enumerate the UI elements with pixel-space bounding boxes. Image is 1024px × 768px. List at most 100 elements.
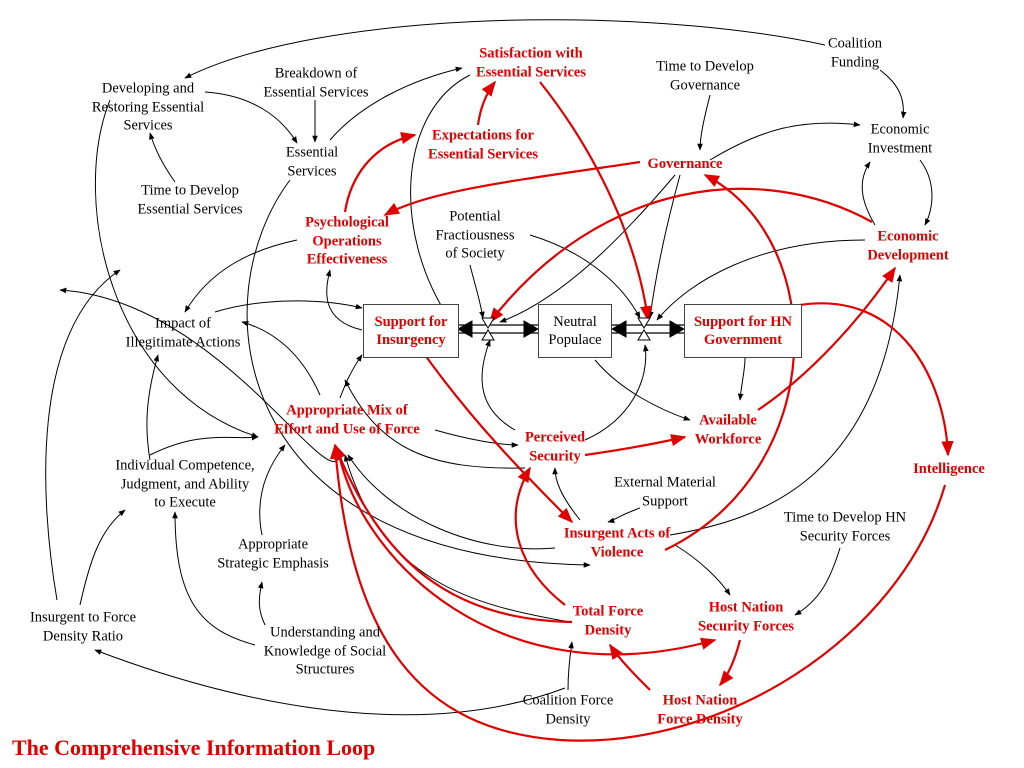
link-time-hn-to-hnsf <box>794 547 841 616</box>
link-econdev-to-support-insurgency <box>489 187 873 324</box>
link-ratio-to-competence <box>79 509 126 606</box>
link-strategic-to-mix <box>259 444 286 536</box>
link-essential-to-satisfaction <box>329 66 463 141</box>
node-insurgent-acts-violence: Insurgent Acts of Violence <box>563 525 671 561</box>
node-host-nation-security-forces: Host Nation Security Forces <box>698 599 794 635</box>
link-coal-to-ratio <box>94 649 566 716</box>
link-psyops-ret-to-support-insurgency <box>325 269 363 331</box>
link-mix-to-impact <box>241 321 321 396</box>
node-time-develop-governance: Time to Develop Governance <box>656 58 754 94</box>
link-essential-to-ratio <box>246 179 591 568</box>
flow-valve-left <box>481 317 495 329</box>
link-support-hn-to-workforce <box>737 357 746 401</box>
node-coalition-funding: Coalition Funding <box>828 35 882 71</box>
stock-neutral-populace: Neutral Populace <box>538 304 612 358</box>
link-expectations-to-satisfaction <box>476 80 496 126</box>
node-breakdown-essential-services: Breakdown of Essential Services <box>263 65 369 101</box>
link-ratio-in <box>45 269 121 601</box>
link-investment-to-econdev <box>919 159 933 226</box>
flow-valve-left-bottom <box>481 329 495 341</box>
link-funding-to-developing <box>184 19 826 79</box>
node-developing-restoring-services: Developing and Restoring Essential Servi… <box>91 80 205 134</box>
link-impact-big-loop <box>59 287 341 463</box>
link-external-to-acts <box>607 507 641 523</box>
link-satisfaction-to-support-hn <box>539 81 653 322</box>
flow-arrowhead-left-out <box>456 320 473 338</box>
node-psyops-effectiveness: Psychological Operations Effectiveness <box>305 214 389 268</box>
link-funding-to-investment <box>879 69 907 119</box>
link-total-to-mix <box>333 443 573 624</box>
link-perceived-ret <box>344 379 526 469</box>
node-impact-illegitimate-actions: Impact of Illegitimate Actions <box>125 315 241 351</box>
link-understanding-to-strategic <box>257 581 266 626</box>
link-mix-to-perceived <box>434 429 519 448</box>
link-developing-loop <box>94 99 259 438</box>
node-coalition-force-density: Coalition Force Density <box>522 692 614 728</box>
link-fractiousness-to-support-hn <box>529 234 641 319</box>
link-acts-to-mix <box>347 454 556 550</box>
node-essential-services: Essential Services <box>285 144 339 180</box>
link-understanding-to-competence <box>172 511 256 646</box>
flow-valve-right-bottom <box>637 329 651 341</box>
link-perceived-to-workforce <box>584 434 687 457</box>
node-understanding-social-structures: Understanding and Knowledge of Social St… <box>263 624 387 678</box>
link-econdev-to-support-hn <box>656 239 866 321</box>
link-total-to-perceived <box>514 466 566 606</box>
node-governance: Governance <box>647 155 723 172</box>
stock-support-for-hn-government: Support for HN Government <box>684 304 802 358</box>
diagram-title: The Comprehensive Information Loop <box>12 735 376 760</box>
node-host-nation-force-density: Host Nation Force Density <box>657 692 743 728</box>
link-support-hn-to-intelligence <box>799 302 954 457</box>
node-economic-development: Economic Development <box>867 228 949 264</box>
link-coal-to-total <box>567 641 574 691</box>
node-potential-fractiousness: Potential Fractiousness of Society <box>435 208 515 262</box>
link-fractiousness-to-support-insurgency <box>469 264 485 319</box>
node-external-material-support: External Material Support <box>614 474 716 510</box>
node-perceived-security: Perceived Security <box>524 429 586 465</box>
black-links <box>45 19 933 716</box>
link-support-insurgency-to-acts <box>417 344 574 524</box>
link-neutral-to-workforce <box>594 359 691 421</box>
link-perceived-to-support-hn <box>584 344 649 441</box>
link-governance-to-investment <box>709 121 861 161</box>
flow-pipes <box>456 317 686 341</box>
link-governance-to-support-hn <box>648 174 681 319</box>
node-intelligence: Intelligence <box>913 460 985 477</box>
node-appropriate-strategic-emphasis: Appropriate Strategic Emphasis <box>217 536 329 572</box>
flow-arrowhead-left-in <box>523 320 540 338</box>
link-mix-to-hnsf <box>336 449 717 656</box>
link-acts-to-econdev <box>669 274 903 536</box>
node-economic-investment: Economic Investment <box>867 121 933 157</box>
link-psyops-to-expectations <box>343 132 417 213</box>
node-satisfaction-essential-services: Satisfaction with Essential Services <box>476 45 586 81</box>
node-available-workforce: Available Workforce <box>694 412 762 448</box>
link-workforce-to-econdev <box>757 266 896 411</box>
link-perceived-to-support-insurgency <box>481 339 516 431</box>
link-intelligence-to-mix <box>329 443 947 742</box>
node-insurgent-force-density-ratio: Insurgent to Force Density Ratio <box>29 609 137 645</box>
link-hnforce-to-total <box>609 643 651 691</box>
link-psyops-to-impact <box>184 239 298 313</box>
flow-valve-right <box>637 317 651 329</box>
link-satisfaction-to-support-insurgency <box>410 74 471 321</box>
link-hnsf-to-hnforce <box>719 639 742 687</box>
flow-arrowhead-right-in <box>669 320 686 338</box>
link-time-ess-to-developing <box>149 132 176 183</box>
link-competence-to-mix <box>149 434 259 456</box>
node-expectations-essential-services: Expectations for Essential Services <box>428 127 538 163</box>
red-links <box>329 80 954 742</box>
link-acts-to-perceived <box>552 467 581 521</box>
node-appropriate-mix-force: Appropriate Mix of Effort and Use of For… <box>274 402 420 438</box>
link-time-gov-to-governance <box>697 94 711 151</box>
link-mix-to-support-insurgency <box>339 354 363 399</box>
link-governance-to-support-insurgency <box>499 174 676 323</box>
link-governance-to-psyops <box>383 160 641 216</box>
link-acts-to-hnsf <box>674 544 731 596</box>
link-econdev-to-investment <box>861 161 876 226</box>
link-competence-to-impact <box>146 354 159 461</box>
link-impact-to-support-insurgency <box>214 300 363 313</box>
link-developing-to-essential <box>204 91 298 144</box>
node-time-develop-essential-services: Time to Develop Essential Services <box>137 182 243 218</box>
node-individual-competence: Individual Competence, Judgment, and Abi… <box>115 457 255 511</box>
